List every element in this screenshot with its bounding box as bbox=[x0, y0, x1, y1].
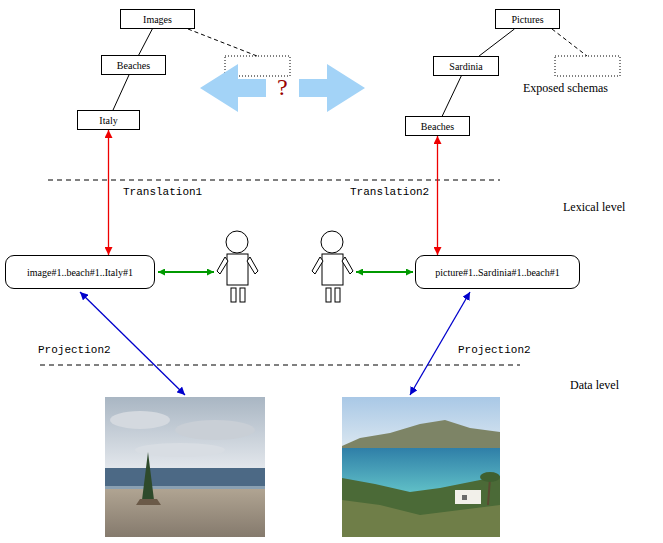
photo-palm-leaves bbox=[480, 472, 500, 482]
user-arrow bbox=[356, 271, 413, 273]
box-text: Sardinia bbox=[449, 61, 482, 72]
box-text: Beaches bbox=[117, 60, 150, 71]
photo-hills bbox=[342, 420, 500, 450]
tree-link bbox=[113, 75, 129, 110]
figure-arm bbox=[217, 257, 228, 274]
schema-category-box: Sardinia bbox=[433, 56, 499, 76]
photo-palm-trunk bbox=[488, 478, 490, 505]
lexical-concept-box: picture#1..Sardinia#1..beach#1 bbox=[415, 255, 580, 289]
edge-label-holder: Translation2 bbox=[350, 186, 429, 198]
schema-root-box: Images bbox=[120, 9, 195, 29]
box-text: picture#1..Sardinia#1..beach#1 bbox=[435, 267, 559, 278]
photo-cloud bbox=[135, 443, 225, 457]
photo-window bbox=[462, 495, 467, 500]
level-label-holder: Data level bbox=[570, 378, 619, 393]
photo-house bbox=[455, 490, 481, 504]
box-text: Italy bbox=[99, 115, 117, 126]
figure-arm bbox=[312, 257, 323, 274]
level-label-holder: Lexical level bbox=[563, 200, 625, 215]
beach-photo bbox=[105, 397, 265, 537]
box-text: Pictures bbox=[511, 14, 543, 25]
projection-label-holder: Projection2 bbox=[458, 344, 531, 356]
translation-arrow bbox=[108, 130, 109, 255]
projection-label-holder: Projection2 bbox=[38, 344, 111, 356]
edge-label: Translation1 bbox=[123, 186, 202, 198]
figure-leg bbox=[231, 288, 236, 302]
level-separator bbox=[48, 180, 500, 181]
projection-label: Projection2 bbox=[38, 344, 111, 356]
level-label: Exposed schemas bbox=[523, 81, 608, 95]
question-mark-holder: ? bbox=[277, 74, 288, 101]
stick-figure bbox=[312, 231, 353, 302]
figure-head bbox=[226, 231, 248, 253]
question-mark: ? bbox=[277, 74, 288, 100]
edge-label: Translation2 bbox=[350, 186, 429, 198]
photo-tree-base bbox=[136, 499, 161, 505]
projection-arrow bbox=[80, 292, 185, 395]
photo-cloud bbox=[175, 420, 255, 440]
box-text: Images bbox=[143, 14, 172, 25]
stick-figure bbox=[217, 231, 258, 302]
photo-cloud bbox=[110, 411, 170, 429]
level-label: Data level bbox=[570, 378, 619, 392]
tree-link bbox=[442, 76, 461, 116]
figure-body bbox=[227, 254, 248, 285]
tree-link bbox=[479, 29, 514, 56]
box-text: Beaches bbox=[421, 121, 454, 132]
figure-leg bbox=[240, 288, 245, 302]
photo-sand bbox=[105, 489, 265, 537]
lexical-concept-box: image#1..beach#1..Italy#1 bbox=[5, 255, 155, 289]
photo-sky bbox=[105, 397, 265, 469]
mapping-arrow bbox=[200, 64, 266, 112]
figure-leg bbox=[326, 288, 331, 302]
edge-label-holder: Translation1 bbox=[123, 186, 202, 198]
figure-head bbox=[321, 231, 343, 253]
projection-label: Projection2 bbox=[458, 344, 531, 356]
figure-arm bbox=[247, 257, 258, 274]
schema-category-box: Italy bbox=[77, 110, 140, 130]
coast-photo bbox=[342, 397, 500, 537]
figure-arm bbox=[342, 257, 353, 274]
figure-body bbox=[322, 254, 343, 285]
figure-leg bbox=[335, 288, 340, 302]
level-label: Lexical level bbox=[563, 200, 625, 214]
dashed-tree-link bbox=[188, 29, 257, 56]
level-separator bbox=[40, 365, 520, 366]
mapping-arrow bbox=[299, 64, 365, 112]
level-label-holder: Exposed schemas bbox=[523, 81, 608, 96]
placeholder-box bbox=[555, 56, 620, 76]
tree-link bbox=[139, 29, 153, 55]
photo-tree bbox=[142, 452, 154, 500]
projection-arrow bbox=[410, 292, 470, 395]
schema-root-box: Pictures bbox=[495, 9, 560, 29]
schema-category-box: Beaches bbox=[101, 55, 166, 75]
photo-sea bbox=[105, 468, 265, 489]
box-text: image#1..beach#1..Italy#1 bbox=[27, 267, 133, 278]
photo-vegetation bbox=[342, 476, 500, 537]
user-arrow bbox=[158, 271, 214, 273]
schema-category-box: Beaches bbox=[405, 116, 470, 136]
photo-shrubs bbox=[342, 500, 500, 537]
translation-arrow bbox=[437, 136, 438, 255]
dashed-tree-link bbox=[552, 29, 587, 56]
